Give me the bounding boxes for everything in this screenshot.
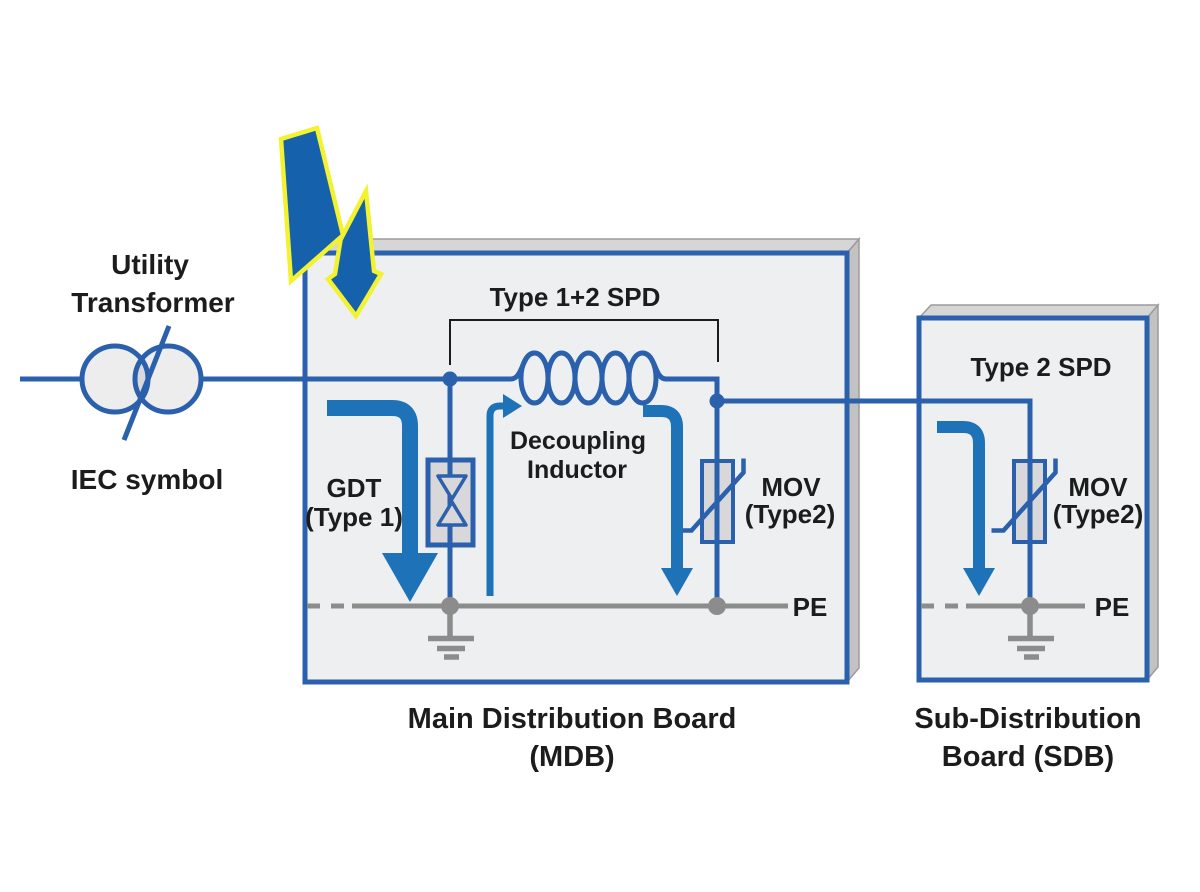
coil-loop [626,350,659,406]
pe-junction-dot-gdt [441,597,459,615]
sdb-caption-line1: Sub-Distribution [914,703,1141,735]
gdt-electrodes [436,474,468,527]
decoupling-path-arrow [486,394,522,596]
iec-symbol-label: IEC symbol [71,464,223,495]
utility-transformer-label-line1: Utility [111,249,189,280]
mov-label-sdb-line1: MOV [1068,472,1128,502]
sdb-caption-line2: Board (SDB) [942,741,1114,773]
surge-arrow-mov-mdb [643,405,693,596]
junction-dot-gdt [442,371,458,387]
gdt-electrode-top [436,474,468,501]
mdb-caption-line1: Main Distribution Board [408,703,737,735]
transformer-diagonal-line [121,325,172,441]
mdb-panel [302,236,861,685]
lightning-arrow-icon [278,125,385,321]
mov-label-mdb-line1: MOV [761,472,821,502]
decoupling-inductor-label-line1: Decoupling [510,427,646,455]
surge-arrow-sdb [937,421,995,596]
transformer-secondary-circle [135,346,201,412]
transformer-primary-circle [82,346,148,412]
transformer-secondary-outline [132,343,204,415]
spd-group-label: Type 1+2 SPD [490,282,661,312]
junction-dot-mov-mdb [709,393,725,409]
mov-varistor-stroke-mdb [679,458,746,533]
gdt-electrode-bottom [436,500,468,527]
ground-symbol-sdb [1008,606,1054,660]
mov-label-sdb-line2: (Type2) [1053,499,1144,529]
pe-label-mdb: PE [793,592,828,622]
pe-junction-dot-sdb [1021,597,1039,615]
type2-spd-label: Type 2 SPD [970,352,1111,382]
inductor-coil [518,350,659,406]
surge-arrow-gdt [327,400,438,602]
pe-label-sdb: PE [1095,592,1130,622]
mdb-caption-line2: (MDB) [529,741,614,773]
mov-varistor-stroke-sdb [991,458,1058,533]
ground-symbol-mdb [428,606,474,660]
gdt-label-line2: (Type 1) [305,502,403,532]
utility-transformer-label-line2: Transformer [71,287,234,318]
spd-group-bracket [449,319,719,365]
utility-transformer-symbol [79,325,204,441]
decoupling-inductor-label-line2: Inductor [527,456,627,484]
pe-junction-dot-mov-mdb [708,597,726,615]
mdb-front-face [302,250,850,685]
gdt-label-line1: GDT [327,473,382,503]
mov-label-mdb-line2: (Type2) [745,499,836,529]
